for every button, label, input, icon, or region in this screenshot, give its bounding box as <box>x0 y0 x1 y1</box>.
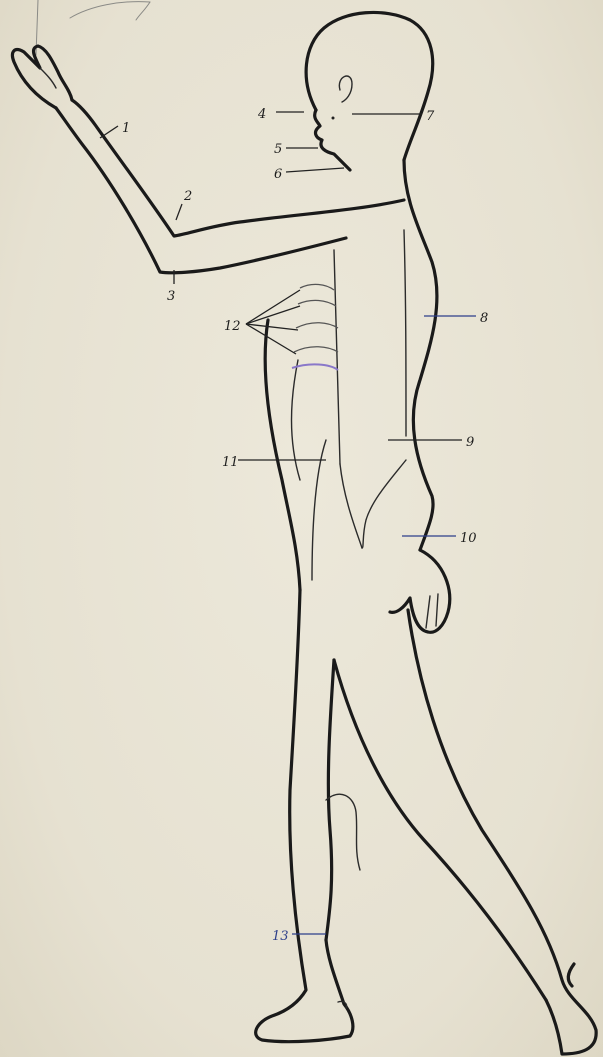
label-10: 10 <box>460 531 477 546</box>
label-6: 6 <box>274 167 282 182</box>
label-4: 4 <box>257 107 266 122</box>
rear-heel <box>568 964 574 986</box>
sternum-line <box>334 250 340 464</box>
front-leg-outline <box>256 590 353 1042</box>
rear-leg-outline <box>408 610 596 1054</box>
abdomen-line <box>312 440 326 580</box>
eye <box>332 117 335 120</box>
label-13: 13 <box>272 929 289 944</box>
label-3: 3 <box>167 289 175 304</box>
raised-hand-thumb <box>40 68 56 88</box>
front-leg-inner <box>326 660 334 940</box>
rib-3 <box>296 323 338 328</box>
rib-1 <box>300 284 334 290</box>
label-5: 5 <box>274 142 282 157</box>
label-9: 9 <box>466 435 474 450</box>
hip-hand <box>390 550 450 632</box>
ear <box>339 76 352 102</box>
back-outline <box>404 160 437 550</box>
side-line <box>292 360 301 480</box>
label-12: 12 <box>224 319 241 334</box>
leader-12a <box>246 290 300 324</box>
rib-5 <box>292 364 338 370</box>
label-1: 1 <box>122 121 130 136</box>
head-outline <box>306 12 433 160</box>
rib-2 <box>298 300 336 306</box>
hip-curve <box>362 460 406 548</box>
rear-leg-front <box>334 660 546 1000</box>
sketch-mark <box>136 2 150 20</box>
upper-arm-line <box>404 230 406 436</box>
leader-6 <box>286 168 344 172</box>
label-8: 8 <box>480 311 488 326</box>
label-11: 11 <box>222 455 239 470</box>
raised-hand <box>12 46 72 108</box>
belly-curve <box>340 464 362 548</box>
leader-2 <box>176 204 182 220</box>
leader-12b <box>246 306 300 324</box>
label-7: 7 <box>426 109 435 124</box>
sketch-mark <box>70 2 150 18</box>
label-2: 2 <box>183 189 192 204</box>
hip-hand-fingers <box>426 594 438 628</box>
rib-4 <box>294 347 338 352</box>
leader-1 <box>100 126 118 138</box>
